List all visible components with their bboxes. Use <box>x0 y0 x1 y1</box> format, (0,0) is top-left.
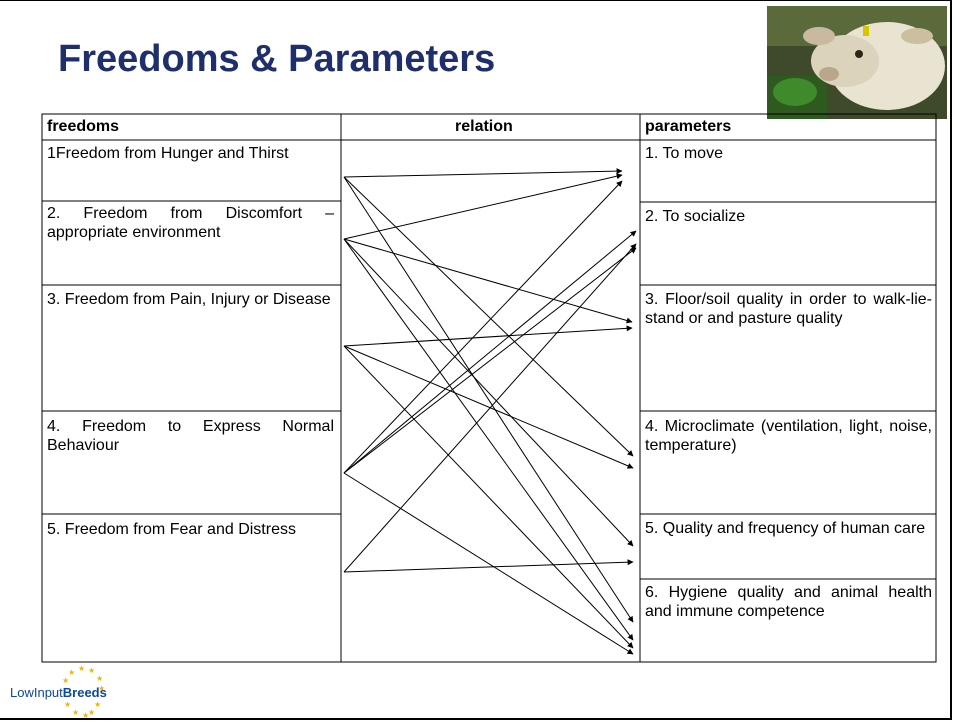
header-freedoms: freedoms <box>47 118 120 135</box>
relation-arrow-3-to-4 <box>343 345 634 469</box>
relation-arrow-4-to-6 <box>343 472 634 655</box>
freedom-3: 3. Freedom from Pain, Injury or Disease <box>47 291 331 308</box>
relation-arrow-1-to-1 <box>343 168 623 178</box>
svg-text:★: ★ <box>96 674 103 683</box>
relation-arrow-3-to-3 <box>343 325 633 347</box>
freedom-1: 1Freedom from Hunger and Thirst <box>47 145 289 162</box>
svg-text:★: ★ <box>94 700 101 709</box>
relation-arrow-4-to-2 <box>343 247 637 474</box>
parameter-3: 3. Floor/soil quality in order to walk-l… <box>645 291 932 327</box>
relation-arrow-3-to-6 <box>343 345 634 649</box>
relation-arrow-2-to-1 <box>343 173 623 240</box>
svg-text:★: ★ <box>64 700 71 709</box>
svg-text:★: ★ <box>88 708 95 717</box>
relation-arrow-5-to-5 <box>343 559 634 573</box>
sheep-photo <box>767 6 947 119</box>
svg-text:★: ★ <box>88 666 95 675</box>
svg-text:★: ★ <box>62 676 69 685</box>
parameter-5: 5. Quality and frequency of human care <box>645 520 926 537</box>
eu-stars-icon: ★ ★ ★ ★ ★ ★ ★ ★ ★ ★ ★ <box>62 664 105 720</box>
logo-text-lowinput: LowInput <box>10 685 63 700</box>
relation-arrow-5-to-2 <box>343 243 637 573</box>
relation-arrow-2-to-6 <box>343 238 634 641</box>
svg-text:★: ★ <box>78 664 85 673</box>
svg-text:★: ★ <box>72 708 79 717</box>
svg-text:★: ★ <box>68 668 75 677</box>
relation-arrow-4-to-2 <box>343 230 637 474</box>
svg-text:★: ★ <box>82 711 89 720</box>
parameter-2: 2. To socialize <box>645 208 746 225</box>
relation-arrows <box>343 168 637 655</box>
relation-arrow-4-to-1 <box>343 180 623 474</box>
header-relation: relation <box>455 118 513 135</box>
parameter-1: 1. To move <box>645 145 723 162</box>
svg-text:★: ★ <box>98 684 105 693</box>
logo-text-breeds: Breeds <box>62 685 107 700</box>
table-grid <box>41 113 937 663</box>
lowinputbreeds-logo: ★ ★ ★ ★ ★ ★ ★ ★ ★ ★ ★ LowInputBreeds <box>8 661 168 721</box>
relation-arrow-1-to-4 <box>343 176 634 457</box>
slide-title: Freedoms & Parameters <box>58 38 496 80</box>
freedom-2: 2. Freedom from Discomfort – appropriate… <box>47 205 334 241</box>
relation-arrow-1-to-6 <box>343 176 634 623</box>
relation-arrow-2-to-5 <box>343 238 634 547</box>
parameter-4: 4. Microclimate (ventilation, light, noi… <box>645 418 932 454</box>
header-parameters: parameters <box>645 118 732 135</box>
freedom-4: 4. Freedom to Express Normal Behaviour <box>47 418 334 454</box>
relation-arrow-2-to-3 <box>343 238 633 324</box>
parameter-6: 6. Hygiene quality and animal health and… <box>645 584 932 620</box>
freedom-5: 5. Freedom from Fear and Distress <box>47 521 296 538</box>
